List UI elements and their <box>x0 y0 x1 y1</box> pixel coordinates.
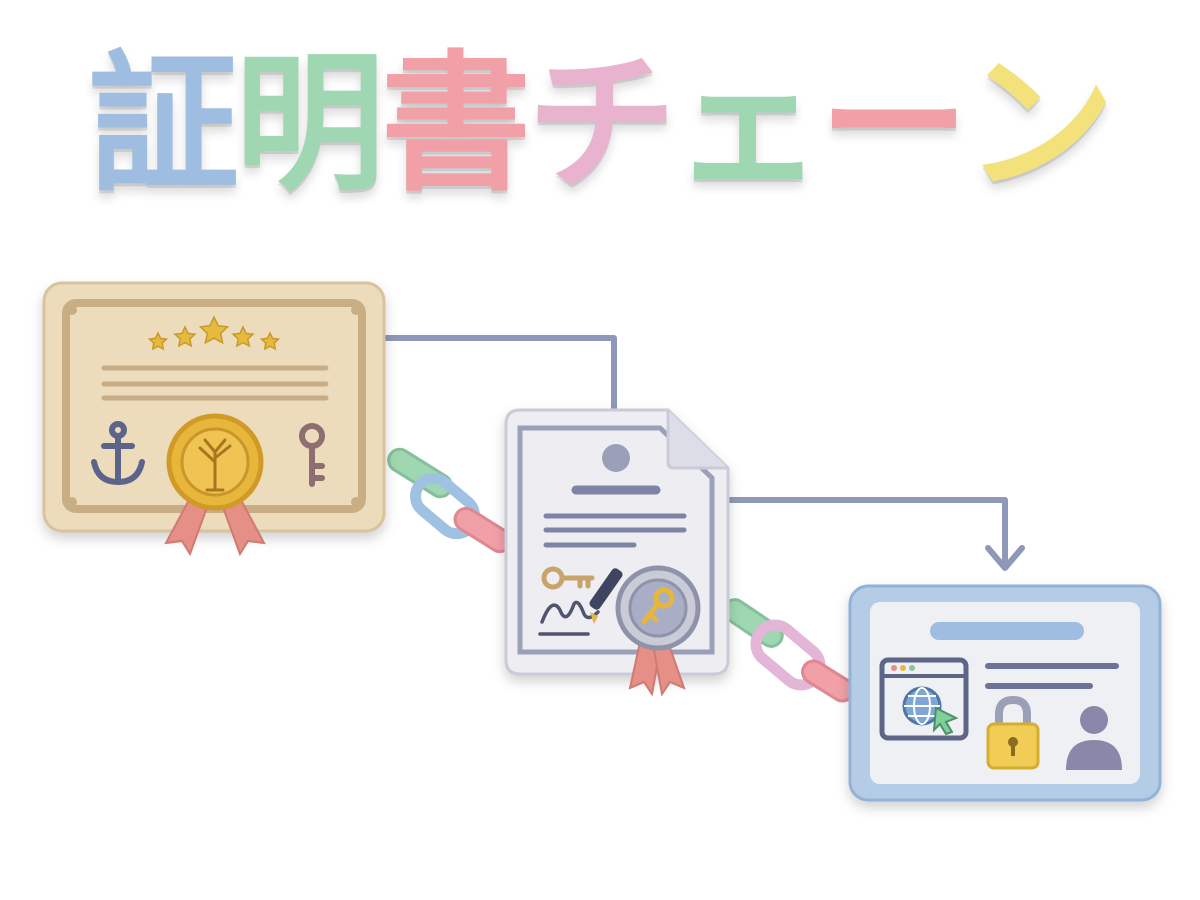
title-bar <box>930 622 1084 640</box>
text-lines <box>543 485 687 548</box>
browser-globe-icon <box>879 657 969 741</box>
tree-seal-icon <box>166 413 264 511</box>
title-char: 証 <box>88 38 239 212</box>
key-icon <box>541 566 595 590</box>
title-char: 明 <box>234 38 385 212</box>
key-icon <box>299 423 325 487</box>
connector-intermediate-to-server <box>727 497 1025 571</box>
text-lines <box>985 663 1119 689</box>
title-char: 書 <box>380 38 531 212</box>
text-lines <box>101 365 329 401</box>
connector-root-to-intermediate <box>380 335 617 411</box>
padlock-icon <box>986 695 1040 770</box>
avatar-icon <box>602 444 630 472</box>
arrowhead-icon <box>985 545 1025 571</box>
ribbon-icon <box>628 640 686 697</box>
chain-link-icon <box>722 598 855 703</box>
stars-icon <box>147 315 281 351</box>
title-char: チ <box>526 38 677 212</box>
title-char: ー <box>819 38 969 212</box>
root-certificate <box>42 281 386 533</box>
diagram-title: 証明書チェーン <box>0 30 1200 220</box>
signature-icon <box>538 600 600 636</box>
title-char: ン <box>965 38 1115 212</box>
user-icon <box>1066 706 1122 770</box>
pen-icon <box>589 568 623 624</box>
title-char: ェ <box>673 38 823 212</box>
chain-link-icon <box>387 447 513 554</box>
anchor-icon <box>91 421 145 486</box>
key-seal-icon <box>615 565 701 651</box>
